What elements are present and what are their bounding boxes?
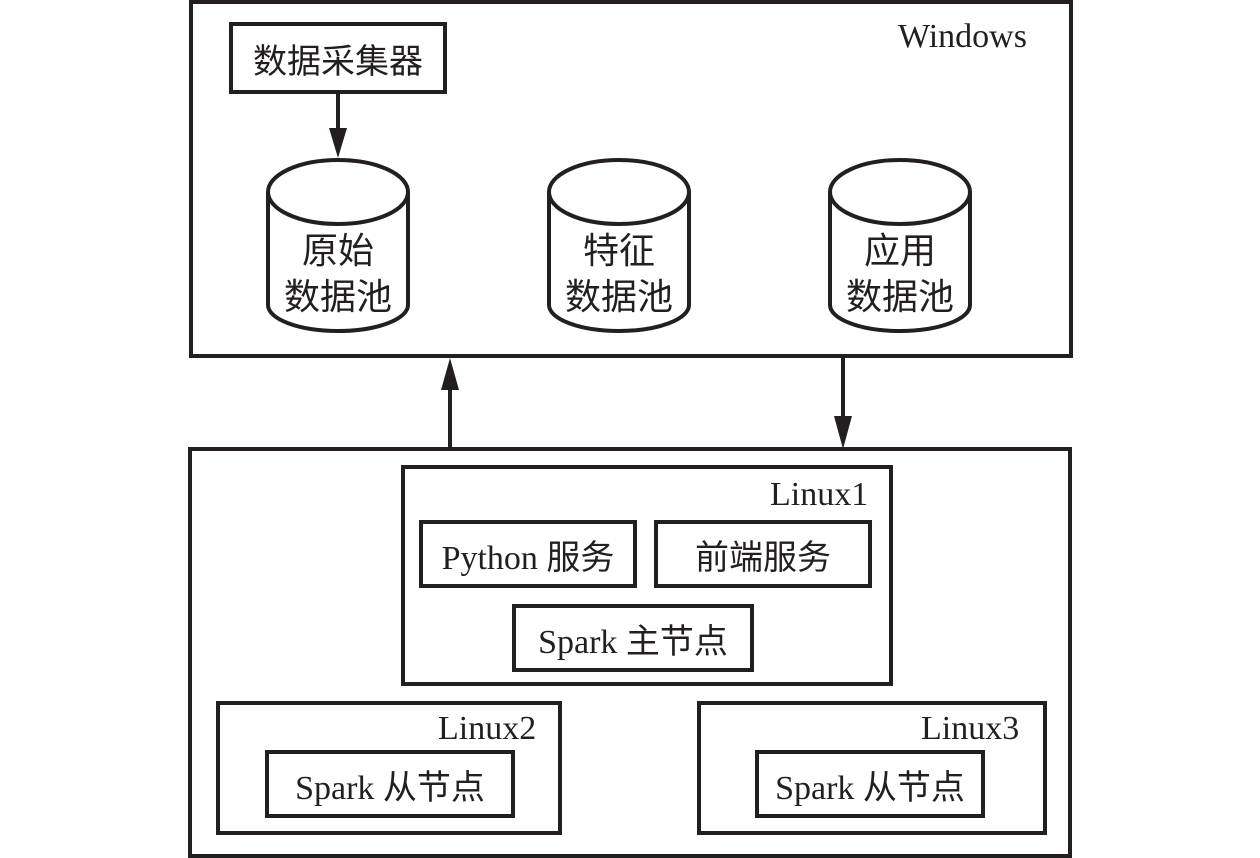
data-collector-label: 数据采集器 [253,43,423,81]
application-data-pool-label: 应用 数据池 [845,231,954,317]
python-service-label: Python 服务 [441,539,615,577]
raw-data-pool-cylinder [266,158,410,333]
feature-data-pool-label: 特征 数据池 [564,231,673,317]
frontend-service-box: 前端服务 [654,520,872,588]
cluster-to-windows-arrow [441,358,459,449]
spark-master-label: Spark 主节点 [538,623,728,661]
linux3-spark-worker-label: Spark 从节点 [775,769,965,807]
spark-master-box: Spark 主节点 [512,604,754,672]
linux2-spark-worker-label: Spark 从节点 [295,769,485,807]
application-data-pool-cylinder [828,158,972,333]
data-collector-box: 数据采集器 [229,22,447,94]
feature-data-pool-cylinder [547,158,691,333]
frontend-service-label: 前端服务 [695,539,831,577]
linux2-spark-worker-box: Spark 从节点 [265,750,515,818]
windows-host-label: Windows [898,18,1027,55]
linux1-host-label: Linux1 [770,476,869,513]
raw-data-pool-label: 原始 数据池 [283,231,392,317]
linux2-host-label: Linux2 [438,710,537,747]
python-service-box: Python 服务 [419,520,637,588]
linux3-host-label: Linux3 [921,710,1020,747]
collector-to-raw-pool-arrow [329,94,347,158]
windows-to-cluster-arrow [834,358,852,449]
linux3-spark-worker-box: Spark 从节点 [755,750,985,818]
